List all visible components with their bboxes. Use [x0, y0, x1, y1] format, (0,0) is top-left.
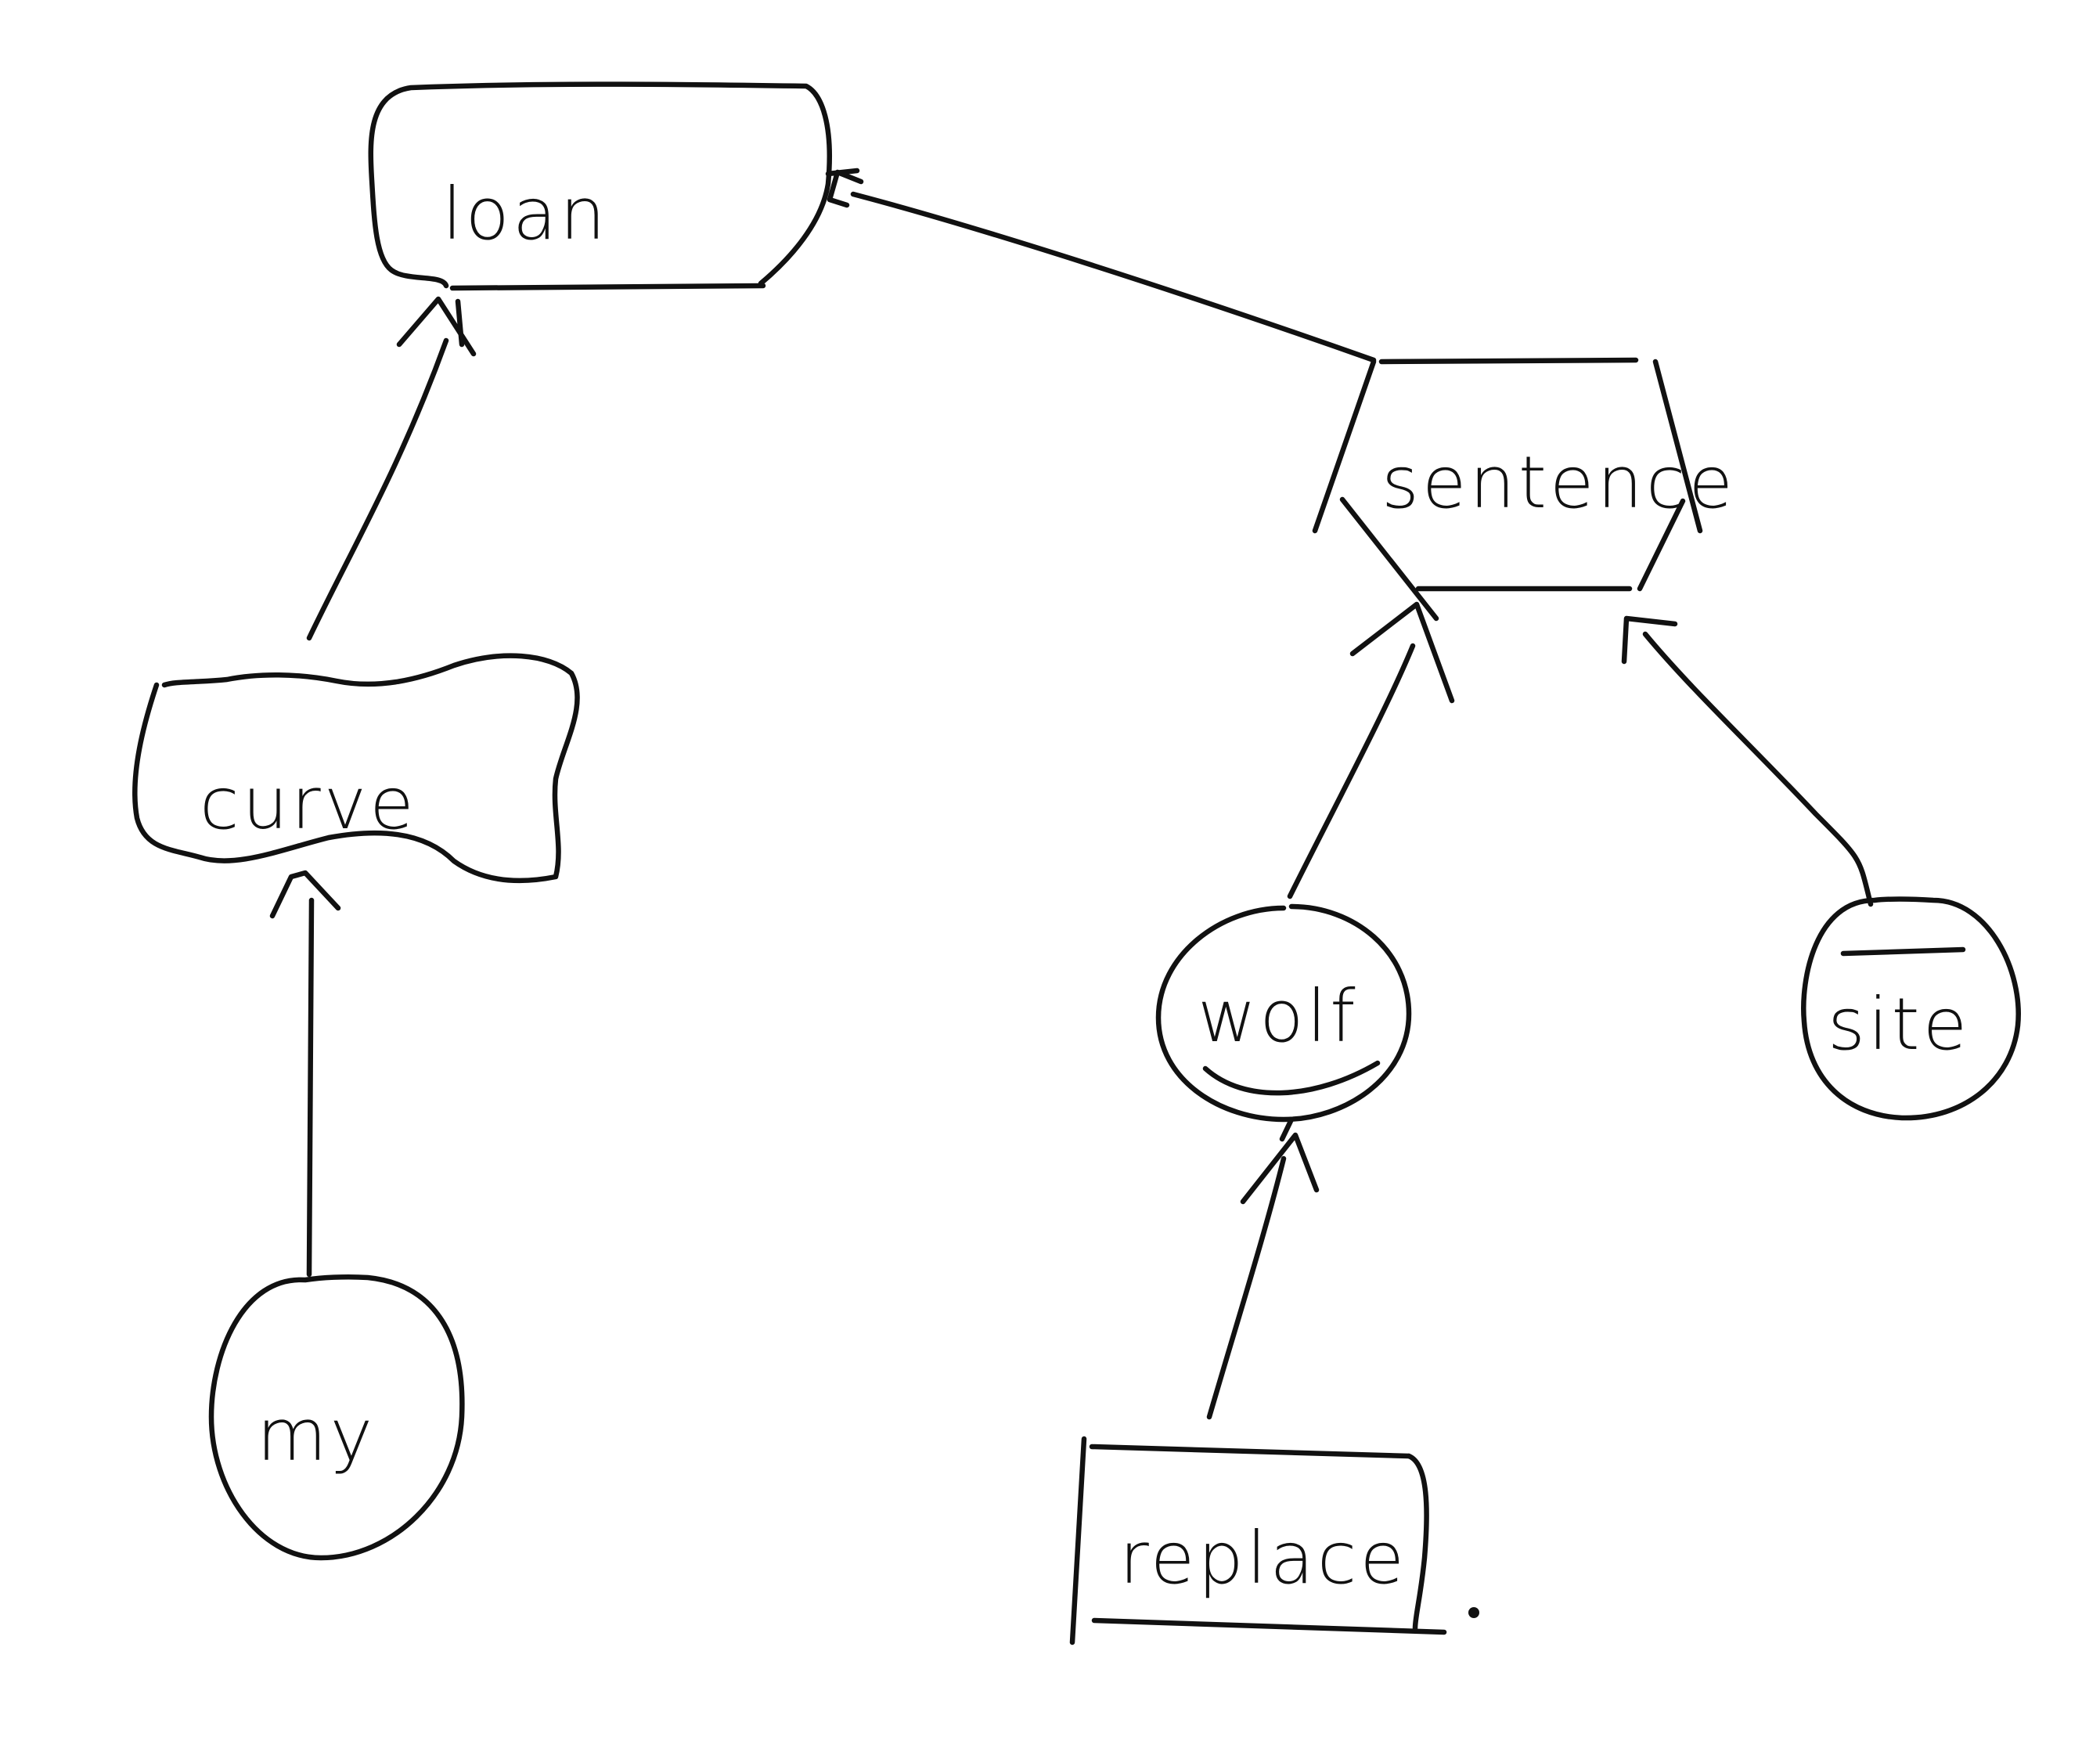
node-sentence-label: sentence [1381, 441, 1736, 524]
node-replace-label: replace [1119, 1516, 1407, 1600]
node-curve: curve [132, 653, 580, 884]
edge-site-to-sentence [1621, 615, 1874, 907]
node-site-label: site [1828, 982, 1970, 1066]
node-curve-label: curve [200, 762, 417, 845]
edge-wolf-to-sentence [1287, 601, 1455, 899]
edge-my-to-curve [269, 870, 341, 1278]
node-wolf: wolf [1155, 903, 1412, 1123]
node-my-label: my [257, 1393, 376, 1477]
node-loan-label: loan [442, 172, 609, 256]
node-sentence: sentence [1312, 357, 1736, 622]
edge-curve-to-loan [306, 296, 477, 641]
edge-replace-to-wolf [1206, 1116, 1320, 1420]
node-my: my [208, 1274, 465, 1561]
node-site: site [1801, 896, 2021, 1121]
node-loan: loan [368, 81, 832, 291]
node-wolf-label: wolf [1198, 975, 1358, 1058]
node-replace: replace [1069, 1436, 1479, 1645]
edge-sentence-to-loan [825, 168, 1377, 363]
